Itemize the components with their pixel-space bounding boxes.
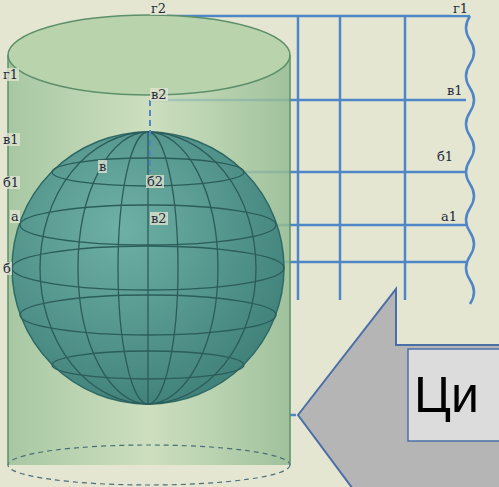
point-label: б1 xyxy=(436,150,454,163)
cylinder-bottom xyxy=(8,445,290,485)
point-label: в2 xyxy=(150,88,168,101)
point-label: г1 xyxy=(452,2,469,15)
cylinder-body xyxy=(8,55,290,465)
point-label: в1 xyxy=(2,133,20,146)
point-label: б xyxy=(2,262,12,275)
arrow-title: Ци xyxy=(414,370,479,420)
point-label: а xyxy=(10,210,20,223)
point-label: а1 xyxy=(440,210,458,223)
point-label: б2 xyxy=(146,175,164,188)
cylinder-top xyxy=(8,15,290,95)
point-label: в xyxy=(98,160,107,173)
point-label: г2 xyxy=(150,2,167,15)
globe xyxy=(12,100,284,404)
point-label: в1 xyxy=(446,84,464,97)
point-label: г1 xyxy=(2,68,19,81)
arrow-sign: Ци xyxy=(296,285,499,487)
point-label: в2 xyxy=(150,212,168,225)
point-label: б1 xyxy=(2,176,20,189)
